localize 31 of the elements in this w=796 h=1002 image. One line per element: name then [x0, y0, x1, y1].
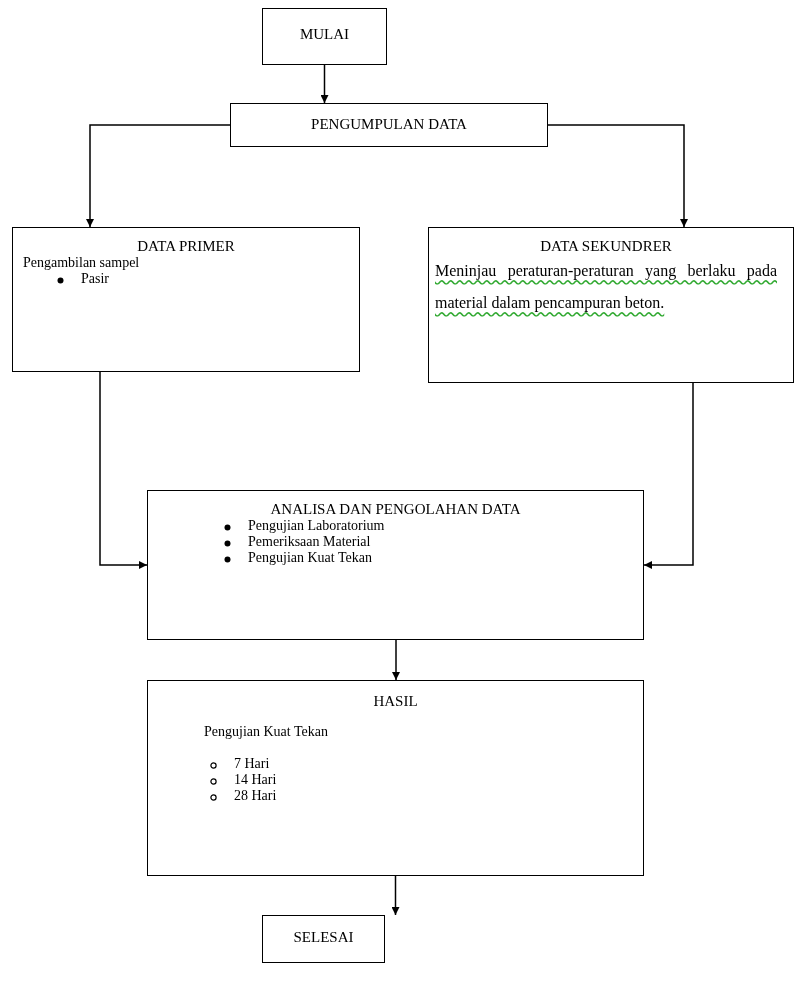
box-text: Pengujian Kuat Tekan: [204, 724, 329, 740]
process-box: [428, 227, 794, 383]
arrow: [643, 382, 694, 569]
box-title: DATA PRIMER: [136, 238, 236, 255]
arrow: [392, 639, 400, 681]
process-box: [147, 490, 644, 640]
box-text: Meninjau peraturan-peraturan yang berlaku pada material dalam pencampuran beton.: [435, 261, 777, 314]
process-box: [262, 8, 387, 65]
arrow: [99, 371, 148, 569]
box-title: MULAI: [298, 26, 351, 43]
list-item: Pemeriksaan Material: [248, 534, 371, 550]
process-box: [262, 915, 385, 963]
list-item: 14 Hari: [234, 772, 277, 788]
arrow: [86, 124, 231, 228]
list-item: Pengujian Laboratorium: [248, 518, 385, 534]
list-item: 28 Hari: [234, 788, 277, 804]
box-title: ANALISA DAN PENGOLAHAN DATA: [269, 501, 522, 518]
box-title: HASIL: [372, 693, 419, 710]
process-box: [147, 680, 644, 876]
list-item: Pengujian Kuat Tekan: [248, 550, 372, 566]
arrow: [320, 64, 329, 104]
process-box: [12, 227, 360, 372]
arrow: [391, 875, 400, 916]
box-title: PENGUMPULAN DATA: [310, 116, 468, 133]
arrow: [547, 124, 688, 228]
box-title: DATA SEKUNDRER: [539, 238, 673, 255]
list-item: Pasir: [81, 271, 109, 287]
process-box: [230, 103, 548, 147]
box-text: Pengambilan sampel: [23, 255, 141, 271]
box-title: SELESAI: [292, 929, 355, 946]
list-item: 7 Hari: [234, 756, 270, 772]
